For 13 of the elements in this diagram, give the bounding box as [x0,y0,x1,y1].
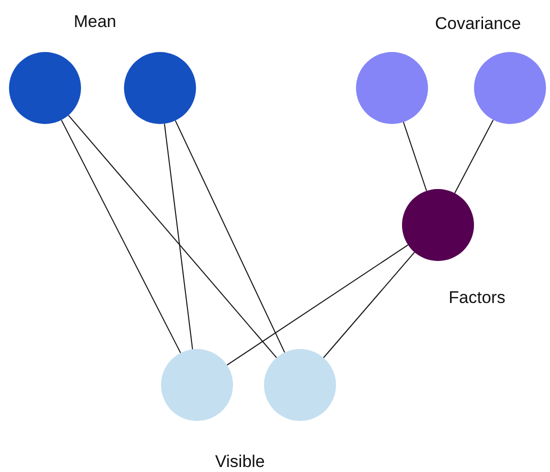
connector-line [402,122,428,192]
connector-line [68,114,278,358]
connector-line [226,244,408,366]
group-label: Visible [215,452,265,472]
group-label: Covariance [435,14,521,34]
connector-line [323,252,415,358]
connector-line [164,123,194,350]
connector-line [174,120,286,353]
connector-line [454,119,494,194]
node-caption: Factors [448,288,506,308]
node-circle [402,189,474,261]
connector-line [60,120,182,354]
group-label: Mean [74,12,116,32]
